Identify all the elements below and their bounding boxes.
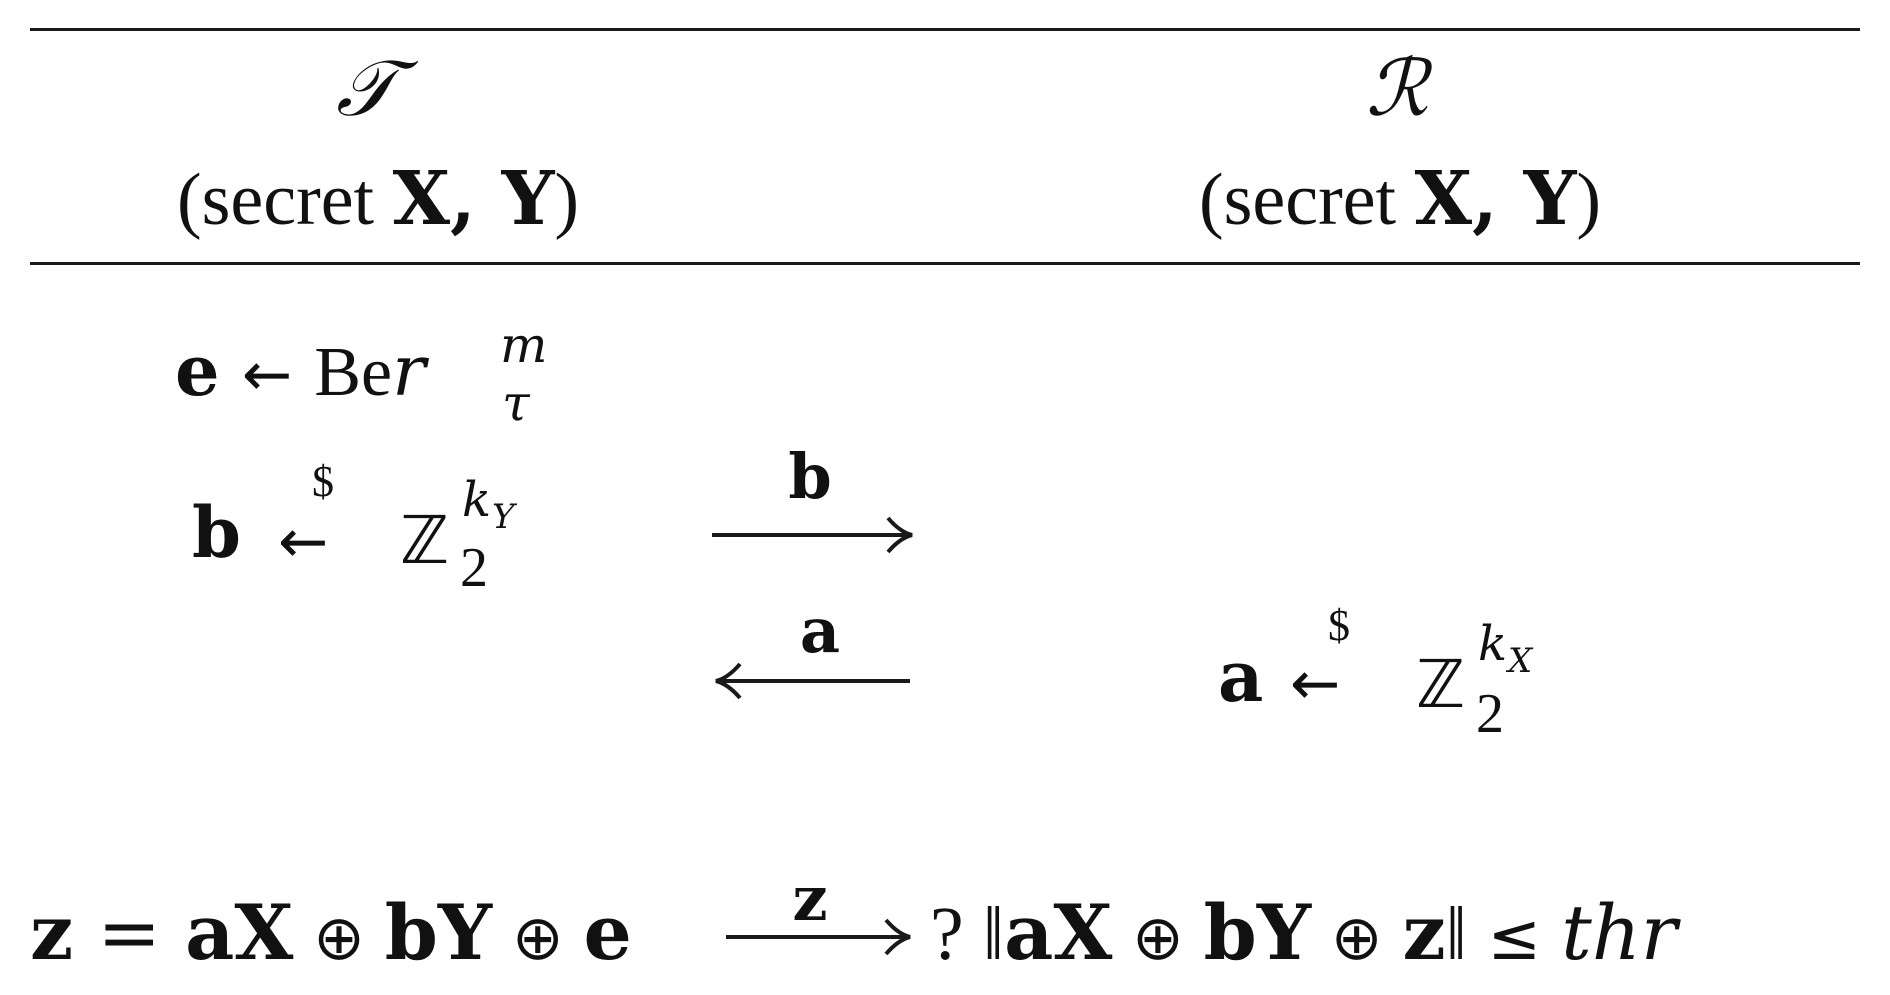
var-a-final: a [185,888,235,977]
step-sample-b: b [192,498,241,568]
set-sub-2-b: 2 [460,537,488,599]
message-a-label: a [799,594,841,667]
final-computation-left: z = aX ⊕ bY ⊕ e [30,895,632,971]
step-sample-a: a [1218,642,1263,712]
bernoulli-dist: Be [314,334,393,411]
secret-left-suffix: ) [554,159,580,241]
var-e-final: e [583,888,632,977]
top-rule [30,28,1860,31]
leq-sign: ≤ [1466,901,1562,975]
var-a: a [1218,635,1264,718]
random-assign-arrow-a: ← [1290,649,1341,719]
var-a-check: a [1004,888,1054,977]
check-question: ? ‖ [930,892,1005,976]
var-b-final: b [384,888,438,977]
secret-right: (secret X, Y) [1100,162,1700,237]
secret-left: (secret X, Y) [78,162,678,237]
set-sup-k-b: k [462,472,492,528]
secret-right-vars: X, Y [1414,156,1577,242]
secret-left-prefix: (secret [176,159,393,241]
xor-op-3: ⊕ [1112,901,1204,974]
var-X-check: X [1053,888,1113,977]
final-check-right: ? ‖aX ⊕ bY ⊕ z‖ ≤ thr [930,895,1677,975]
var-z-check: z [1402,888,1446,977]
set-sup-k-a: k [1478,616,1508,672]
bernoulli-sup-m: m [500,316,548,374]
bernoulli-dist-r: r [392,330,426,412]
step-sample-e: e ← Ber [175,336,426,408]
integers-set-a: ℤ [1416,646,1466,723]
set-sup-ky-b: Y [492,497,515,537]
xor-op-1: ⊕ [293,901,385,974]
message-b-label: b [788,440,832,513]
xor-op-4: ⊕ [1311,901,1403,974]
var-e: e [175,329,220,412]
party-t-label: 𝒯 [336,44,396,134]
var-X-final: X [234,888,294,977]
dollar-sign-b: $ [312,457,334,506]
xor-op-2: ⊕ [492,901,584,974]
header-bottom-rule [30,262,1860,265]
message-b-arrow [712,516,913,554]
var-b: b [192,491,241,574]
threshold-var: thr [1561,888,1678,977]
secret-left-vars: X, Y [392,156,555,242]
message-a-arrow [715,662,910,700]
message-z-arrow [726,918,911,956]
message-z-label: z [792,862,828,935]
random-assign-arrow-b: ← [278,507,329,577]
norm-close: ‖ [1445,892,1467,976]
secret-right-prefix: (secret [1198,159,1415,241]
var-z: z [30,888,74,977]
set-sup-kx-a: X [1508,641,1533,681]
dollar-sign-a: $ [1328,601,1350,650]
assign-arrow: ← [241,340,293,410]
secret-right-suffix: ) [1576,159,1602,241]
equals-sign: = [73,888,186,977]
party-r-label: ℛ [1365,44,1429,134]
var-Y-final: Y [437,888,493,977]
var-Y-check: Y [1256,888,1312,977]
bernoulli-sub-tau: τ [502,374,530,432]
var-b-check: b [1203,888,1257,977]
integers-set-b: ℤ [400,502,450,579]
set-sub-2-a: 2 [1476,683,1504,745]
